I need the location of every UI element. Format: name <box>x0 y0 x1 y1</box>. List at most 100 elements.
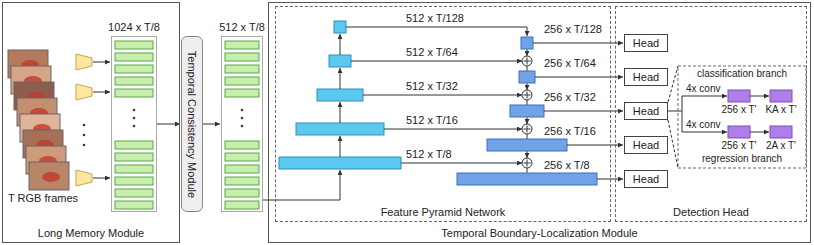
top-down-feature <box>519 71 535 83</box>
head-box: Head <box>624 136 668 154</box>
lateral-connection <box>363 95 522 96</box>
ellipsis-dot <box>83 134 86 137</box>
lateral-connection <box>351 61 522 62</box>
upsample-arrow <box>527 49 528 56</box>
sum-symbol <box>522 56 532 66</box>
sum-symbol <box>527 126 528 133</box>
dimension-label: 256 x T' <box>721 104 756 116</box>
node-label: 512 x T/8 <box>219 21 265 34</box>
head-box: Head <box>624 102 668 120</box>
conv-arrow <box>682 132 727 133</box>
node-label: Detection Head <box>673 206 749 219</box>
node-label: Temporal Consistency Module <box>186 50 199 197</box>
lateral-connection <box>346 27 527 36</box>
ellipsis-dot <box>133 125 136 128</box>
branch-wire <box>668 111 682 112</box>
module-panel: Temporal Boundary-Localization Module Fea… <box>268 2 811 243</box>
bottom-up-feature <box>279 157 401 169</box>
dimension-label: 256 x T/128 <box>544 23 602 35</box>
node-label: Head <box>633 173 659 186</box>
merge-line <box>527 168 528 173</box>
branch-label: regression branch <box>702 153 782 165</box>
head-box: Head <box>624 170 668 188</box>
top-down-feature <box>521 37 533 49</box>
sum-symbol <box>522 90 532 100</box>
node-label: Feature Pyramid Network <box>381 206 506 219</box>
frames-caption: T RGB frames <box>8 192 78 204</box>
dimension-label: 256 x T/16 <box>544 125 596 137</box>
zoom-line <box>668 120 678 168</box>
branch-output <box>770 126 792 138</box>
feature-cell <box>225 153 259 161</box>
dimension-label: 256 x T/8 <box>544 159 590 171</box>
sum-symbol <box>527 160 528 167</box>
bottom-up-feature <box>334 21 346 33</box>
head-input-arrow <box>535 77 623 78</box>
branch-output <box>770 90 792 102</box>
dimension-label: 512 x T/32 <box>406 80 458 92</box>
feature-arrow <box>93 178 110 179</box>
branch-wire <box>682 96 683 132</box>
node-label: Temporal Boundary-Localization Module <box>441 227 637 240</box>
sum-symbol <box>527 58 528 65</box>
node-label: Head <box>633 71 659 84</box>
merge-line <box>527 100 528 105</box>
ellipsis-dot <box>241 125 244 128</box>
feature-cell <box>225 53 259 61</box>
head-input-arrow <box>533 43 623 44</box>
feature-cell <box>225 77 259 85</box>
downsample-arrow <box>340 34 341 55</box>
module-panel: Long Memory Module 1024 x T/8 <box>2 2 180 243</box>
lateral-connection <box>384 129 522 130</box>
feature-cell <box>225 177 259 185</box>
head-input-arrow <box>544 111 623 112</box>
dimension-label: 2A x T' <box>766 140 796 152</box>
feature-cell <box>115 165 153 173</box>
zoom-line <box>668 66 678 102</box>
node-label: 1024 x T/8 <box>108 21 160 34</box>
ellipsis-dot <box>83 124 86 127</box>
ellipsis-dot <box>83 144 86 147</box>
layer-label: 4x conv <box>686 83 720 95</box>
top-down-feature <box>487 139 567 151</box>
merge-line <box>527 134 528 139</box>
connector-arrow <box>203 124 220 125</box>
module-box: Temporal Consistency Module <box>181 36 203 212</box>
feature-stack: 512 x T/8 <box>221 36 263 212</box>
node-label: Head <box>633 139 659 152</box>
head-box: Head <box>624 68 668 86</box>
ellipsis-dot <box>133 109 136 112</box>
frame-content <box>42 172 60 182</box>
dimension-label: 512 x T/128 <box>406 12 464 24</box>
conv-arrow <box>682 96 727 97</box>
dimension-label: 512 x T/64 <box>406 46 458 58</box>
feature-cell <box>115 177 153 185</box>
head-input-arrow <box>597 179 623 180</box>
extractor-symbol <box>76 84 92 100</box>
feature-cell <box>225 165 259 173</box>
detail-callout <box>678 66 806 168</box>
feature-cell <box>225 141 259 149</box>
output-arrow <box>750 96 769 97</box>
bottom-up-feature <box>317 89 363 101</box>
node-label: Long Memory Module <box>38 227 144 240</box>
dimension-label: 256 x T/32 <box>544 91 596 103</box>
branch-feature <box>728 90 750 102</box>
upsample-arrow <box>527 117 528 124</box>
ellipsis-dot <box>133 117 136 120</box>
feature-stack: 1024 x T/8 <box>111 36 157 212</box>
top-down-feature <box>457 173 597 185</box>
dimension-label: KA x T' <box>765 104 796 116</box>
feature-cell <box>225 41 259 49</box>
feature-cell <box>115 201 153 209</box>
feature-cell <box>115 77 153 85</box>
connector-arrow <box>157 124 180 125</box>
ellipsis-dot <box>241 117 244 120</box>
feature-cell <box>225 189 259 197</box>
bottom-up-feature <box>329 55 351 67</box>
merge-line <box>527 66 528 71</box>
upsample-arrow <box>527 83 528 90</box>
dimension-label: 256 x T' <box>721 140 756 152</box>
node-label: Head <box>633 105 659 118</box>
sum-symbol <box>522 124 532 134</box>
